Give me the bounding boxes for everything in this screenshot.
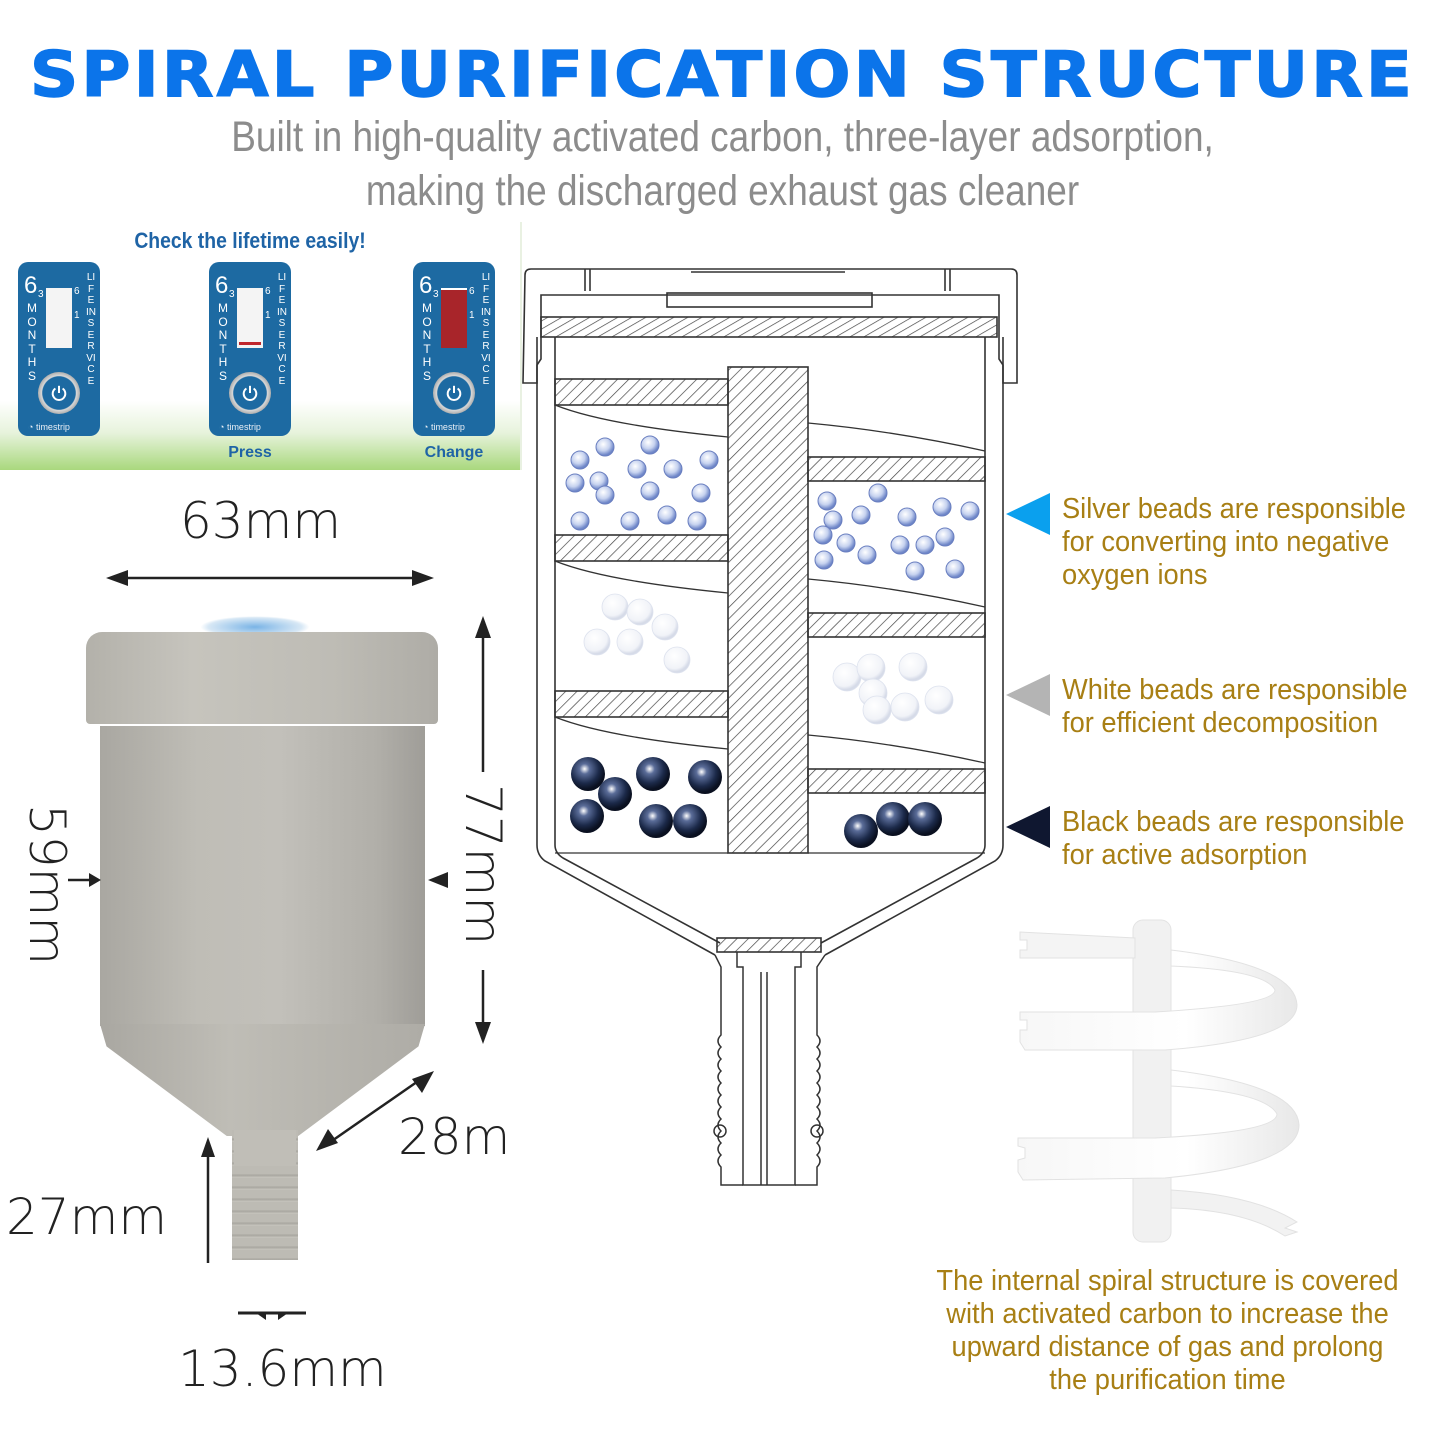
legend-silver-line-1: Silver beads are responsible — [1062, 493, 1406, 525]
height-arrow-icon — [475, 616, 491, 1044]
filter-body — [100, 726, 425, 1026]
triangle-left-icon — [1006, 493, 1050, 535]
power-button-icon[interactable] — [433, 372, 475, 414]
legend-white-beads: White beads are responsible for efficien… — [1006, 674, 1430, 740]
width-arrow-icon — [106, 570, 434, 586]
triangle-left-icon — [1006, 674, 1050, 716]
spiral-caption-line-2: with activated carbon to increase the — [946, 1298, 1389, 1330]
dim-stem-13-6: 13.6mm — [178, 1340, 387, 1398]
legend-white-line-1: White beads are responsible — [1062, 674, 1408, 706]
arrow-left-icon — [428, 872, 448, 888]
spiral-insert-image — [1017, 919, 1300, 1243]
dim-width-63: 63mm — [180, 492, 342, 550]
six-label: 6 — [24, 272, 38, 299]
stem-width-arrow-icon — [238, 1311, 306, 1320]
spiral-caption: The internal spiral structure is covered… — [911, 1265, 1423, 1397]
legend-black-beads: Black beads are responsible for active a… — [1006, 806, 1426, 872]
mark-1: 1 — [74, 310, 80, 321]
months-label: MONTHS — [27, 301, 37, 383]
timestrip-brand: ◔ timestrip — [423, 422, 465, 432]
spiral-caption-line-4: the purification time — [1049, 1364, 1286, 1396]
six-label: 6 — [419, 272, 433, 299]
triangle-left-icon — [1006, 806, 1050, 848]
mark-6: 6 — [74, 286, 80, 297]
dim-height-77: 77mm — [454, 784, 512, 946]
legend-silver-line-2: for converting into negative — [1062, 526, 1390, 558]
timestrip-brand: ◔ timestrip — [28, 422, 70, 432]
indicator-window-expired — [441, 288, 467, 348]
timestrip-card-unused: 6 3 MONTHS 6 1 LIFE IN SERVICE ◔ timestr… — [18, 262, 100, 436]
silver-beads — [565, 435, 980, 581]
timestrip-brand: ◔ timestrip — [219, 422, 261, 432]
filter-lid — [86, 632, 438, 724]
power-button-icon[interactable] — [38, 372, 80, 414]
legend-white-line-2: for efficient decomposition — [1062, 707, 1379, 739]
life-in-service-label: LIFE IN SERVICE — [86, 272, 96, 387]
caption-change: Change — [424, 444, 484, 461]
indicator-window — [237, 288, 263, 348]
diagonal-arrow-icon — [316, 1071, 434, 1151]
dim-cone-28: 28m — [398, 1108, 511, 1166]
arrow-right-icon — [68, 873, 101, 887]
six-label: 6 — [215, 272, 229, 299]
dim-stem-27: 27mm — [6, 1188, 168, 1246]
three-label: 3 — [433, 289, 439, 300]
life-in-service-label: LIFE IN SERVICE — [481, 272, 491, 387]
indicator-window — [46, 288, 72, 348]
subtitle-line-1: Built in high-quality activated carbon, … — [231, 113, 1214, 161]
timestrip-card-pressed: 6 3 MONTHS 6 1 LIFE IN SERVICE ◔ timestr… — [209, 262, 291, 436]
mark-1: 1 — [469, 310, 475, 321]
timestrip-card-expired: 6 3 MONTHS 6 1 LIFE IN SERVICE ◔ timestr… — [413, 262, 495, 436]
cross-section-diagram — [522, 268, 1018, 1186]
spiral-caption-line-1: The internal spiral structure is covered — [936, 1265, 1399, 1297]
months-label: MONTHS — [422, 301, 432, 383]
power-button-icon[interactable] — [229, 372, 271, 414]
timestrip-heading: Check the lifetime easily! — [134, 228, 366, 253]
months-label: MONTHS — [218, 301, 228, 383]
subtitle-line-2: making the discharged exhaust gas cleane… — [365, 167, 1080, 215]
page-title: SPIRAL PURIFICATION STRUCTURE — [29, 37, 1416, 112]
mark-6: 6 — [265, 286, 271, 297]
black-beads — [570, 757, 942, 848]
mark-6: 6 — [469, 286, 475, 297]
spiral-caption-line-3: upward distance of gas and prolong — [951, 1331, 1384, 1363]
legend-black-line-1: Black beads are responsible — [1062, 806, 1405, 838]
legend-silver-line-3: oxygen ions — [1062, 559, 1208, 591]
life-in-service-label: LIFE IN SERVICE — [277, 272, 287, 387]
white-beads — [583, 593, 954, 725]
filter-stem-neck — [234, 1130, 296, 1166]
stem-arrow-icon — [201, 1137, 215, 1263]
three-label: 3 — [38, 289, 44, 300]
legend-black-line-2: for active adsorption — [1062, 839, 1308, 871]
mark-1: 1 — [265, 310, 271, 321]
legend-silver-beads: Silver beads are responsible for convert… — [1006, 493, 1428, 592]
caption-press: Press — [228, 444, 272, 461]
timestrip-panel: Check the lifetime easily! 6 3 MONTHS 6 … — [0, 222, 522, 470]
three-label: 3 — [229, 289, 235, 300]
page-subtitle: Built in high-quality activated carbon, … — [101, 110, 1344, 218]
